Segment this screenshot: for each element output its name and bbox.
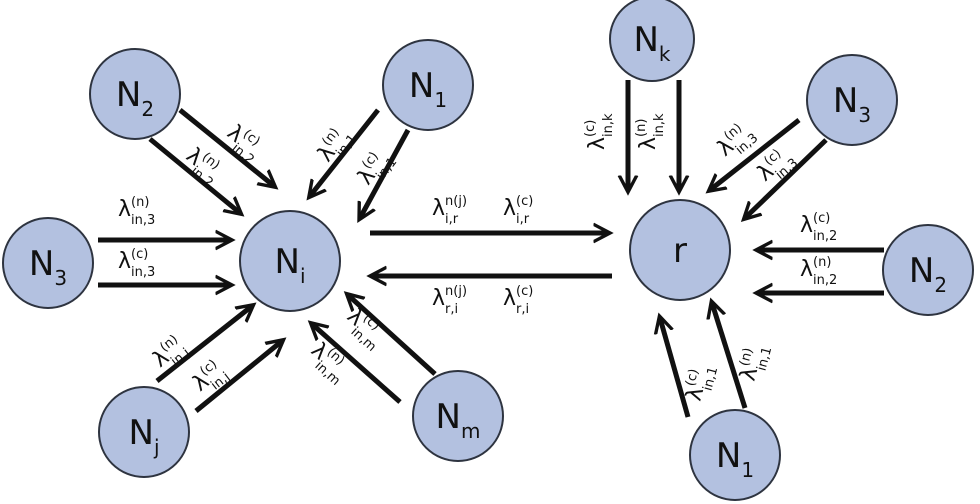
- node-right-nk-sub: k: [659, 42, 671, 66]
- svg-text:N1: N1: [716, 436, 754, 482]
- node-right-n1-sub: 1: [741, 458, 754, 482]
- arrow-n1-to-ni-b: [360, 128, 411, 218]
- lambda-ri-c: λ(c)r,i: [503, 284, 533, 317]
- lambda-ri-nj: λn(j)r,i: [432, 284, 467, 317]
- arrow-nm-to-ni-a: [348, 295, 437, 376]
- node-left-nm-sub: m: [461, 419, 480, 443]
- lambda-in1-n-right: λ(n)in,1: [734, 341, 776, 386]
- arrow-n1-to-ni-a: [310, 108, 380, 196]
- node-left-n1: N1: [382, 39, 474, 131]
- node-right-n2: N2: [882, 224, 974, 316]
- node-left-n1-sub: 1: [434, 88, 447, 112]
- node-left-nj-base: N: [129, 413, 154, 453]
- svg-text:N3: N3: [833, 81, 871, 127]
- svg-text:N2: N2: [909, 251, 947, 297]
- node-left-nj: Nj: [98, 386, 190, 478]
- arrow-n2-to-ni-a: [178, 108, 274, 186]
- arrow-n1r-to-r-a: [660, 318, 691, 418]
- lambda-in1-c-right: λ(c)in,1: [680, 361, 722, 406]
- arrow-nm-to-ni-b: [312, 324, 402, 404]
- rate-labels: λ(c)in,2 λ(n)in,2 λ(n)in,1 λ(c)in,1 λ(n)…: [118, 113, 837, 406]
- arrow-nj-to-ni-a: [155, 306, 252, 383]
- lambda-ir-c: λ(c)i,r: [503, 194, 533, 227]
- node-left-n2-base: N: [116, 75, 141, 115]
- svg-text:Nm: Nm: [436, 397, 481, 443]
- svg-text:r: r: [673, 231, 687, 271]
- svg-text:N3: N3: [29, 244, 67, 290]
- lambda-in3-c-left: λ(c)in,3: [118, 247, 155, 280]
- node-right-n1: N1: [689, 409, 781, 501]
- node-ni-base: N: [275, 242, 300, 282]
- lambda-inj-c: λ(c)in,j: [187, 355, 233, 401]
- node-left-n3-base: N: [29, 244, 54, 284]
- arrow-n2-to-ni-b: [148, 137, 240, 213]
- node-left-nj-sub: j: [153, 435, 160, 459]
- lambda-ink-n: λ(n)in,k: [634, 113, 667, 150]
- lambda-inm-n: λ(n)in,m: [302, 336, 355, 388]
- svg-text:Ni: Ni: [275, 242, 306, 288]
- node-ni: Ni: [239, 210, 341, 312]
- arrow-n3r-to-r-b: [745, 138, 828, 218]
- svg-text:Nj: Nj: [129, 413, 160, 459]
- node-left-nm-base: N: [436, 397, 461, 437]
- arrows: [98, 80, 884, 418]
- node-ni-sub: i: [300, 264, 306, 288]
- node-left-n3-sub: 3: [54, 266, 67, 290]
- node-left-nm: Nm: [412, 370, 504, 462]
- node-right-n1-base: N: [716, 436, 741, 476]
- node-r: r: [629, 199, 731, 301]
- lambda-in3-n-right: λ(n)in,3: [712, 117, 762, 166]
- arrow-n1r-to-r-b: [712, 303, 748, 409]
- svg-text:N1: N1: [409, 66, 447, 112]
- lambda-in2-n-right: λ(n)in,2: [800, 255, 837, 288]
- arrow-nj-to-ni-b: [194, 341, 282, 413]
- node-r-base: r: [673, 231, 687, 271]
- lambda-in2-c-left: λ(c)in,2: [218, 119, 268, 168]
- lambda-in2-c-right: λ(c)in,2: [800, 211, 837, 244]
- node-right-n3-base: N: [833, 81, 858, 121]
- lambda-ink-c: λ(c)in,k: [583, 113, 616, 150]
- node-left-n2-sub: 2: [141, 97, 154, 121]
- node-right-n2-base: N: [909, 251, 934, 291]
- node-left-n2: N2: [89, 48, 181, 140]
- node-left-n1-base: N: [409, 66, 434, 106]
- svg-text:N2: N2: [116, 75, 154, 121]
- lambda-ir-nj: λn(j)i,r: [432, 194, 467, 227]
- node-right-nk: Nk: [609, 0, 695, 82]
- svg-text:Nk: Nk: [633, 20, 670, 66]
- node-right-nk-base: N: [633, 20, 658, 60]
- node-right-n3: N3: [806, 54, 898, 146]
- node-left-n3: N3: [2, 217, 94, 309]
- lambda-in3-n-left: λ(n)in,3: [118, 195, 155, 228]
- node-right-n2-sub: 2: [934, 273, 947, 297]
- node-right-n3-sub: 3: [858, 103, 871, 127]
- arrow-n3r-to-r-a: [710, 118, 801, 190]
